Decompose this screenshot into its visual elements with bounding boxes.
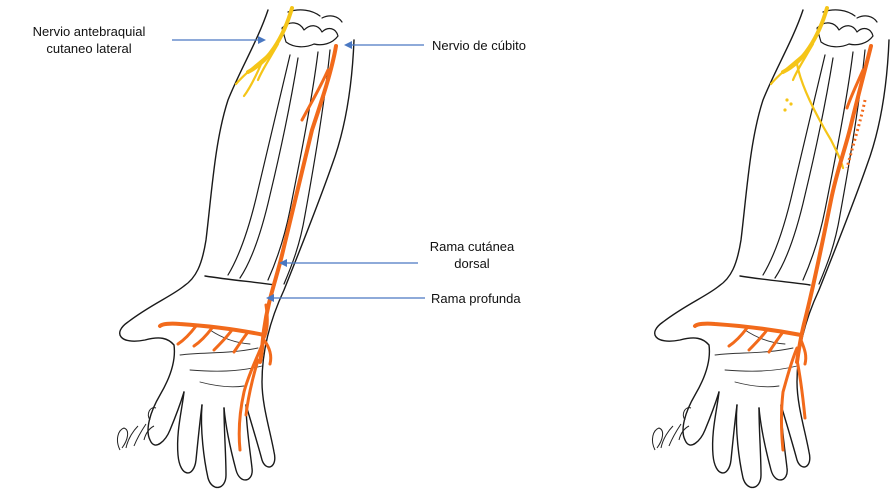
label-dorsal-cutaneous-line1: Rama cutánea <box>412 238 532 255</box>
label-dorsal-cutaneous-branch: Rama cutánea dorsal <box>412 238 532 272</box>
left-arm-figure <box>117 8 425 487</box>
label-dorsal-cutaneous-line2: dorsal <box>412 255 532 272</box>
right-arm-figure <box>652 8 889 487</box>
left-ulnar-nerve <box>260 46 336 362</box>
label-ulnar-nerve: Nervio de cúbito <box>432 37 526 54</box>
left-artist-signature <box>117 408 156 450</box>
label-lateral-cutaneous-line1: Nervio antebraquial <box>6 23 172 40</box>
label-lateral-cutaneous-line2: cutaneo lateral <box>6 40 172 57</box>
right-deep-branch <box>695 324 801 335</box>
label-lateral-cutaneous-nerve: Nervio antebraquial cutaneo lateral <box>6 23 172 57</box>
right-ulnar-nerve <box>797 46 871 362</box>
right-artist-signature <box>652 408 691 450</box>
label-deep-branch: Rama profunda <box>431 290 521 307</box>
